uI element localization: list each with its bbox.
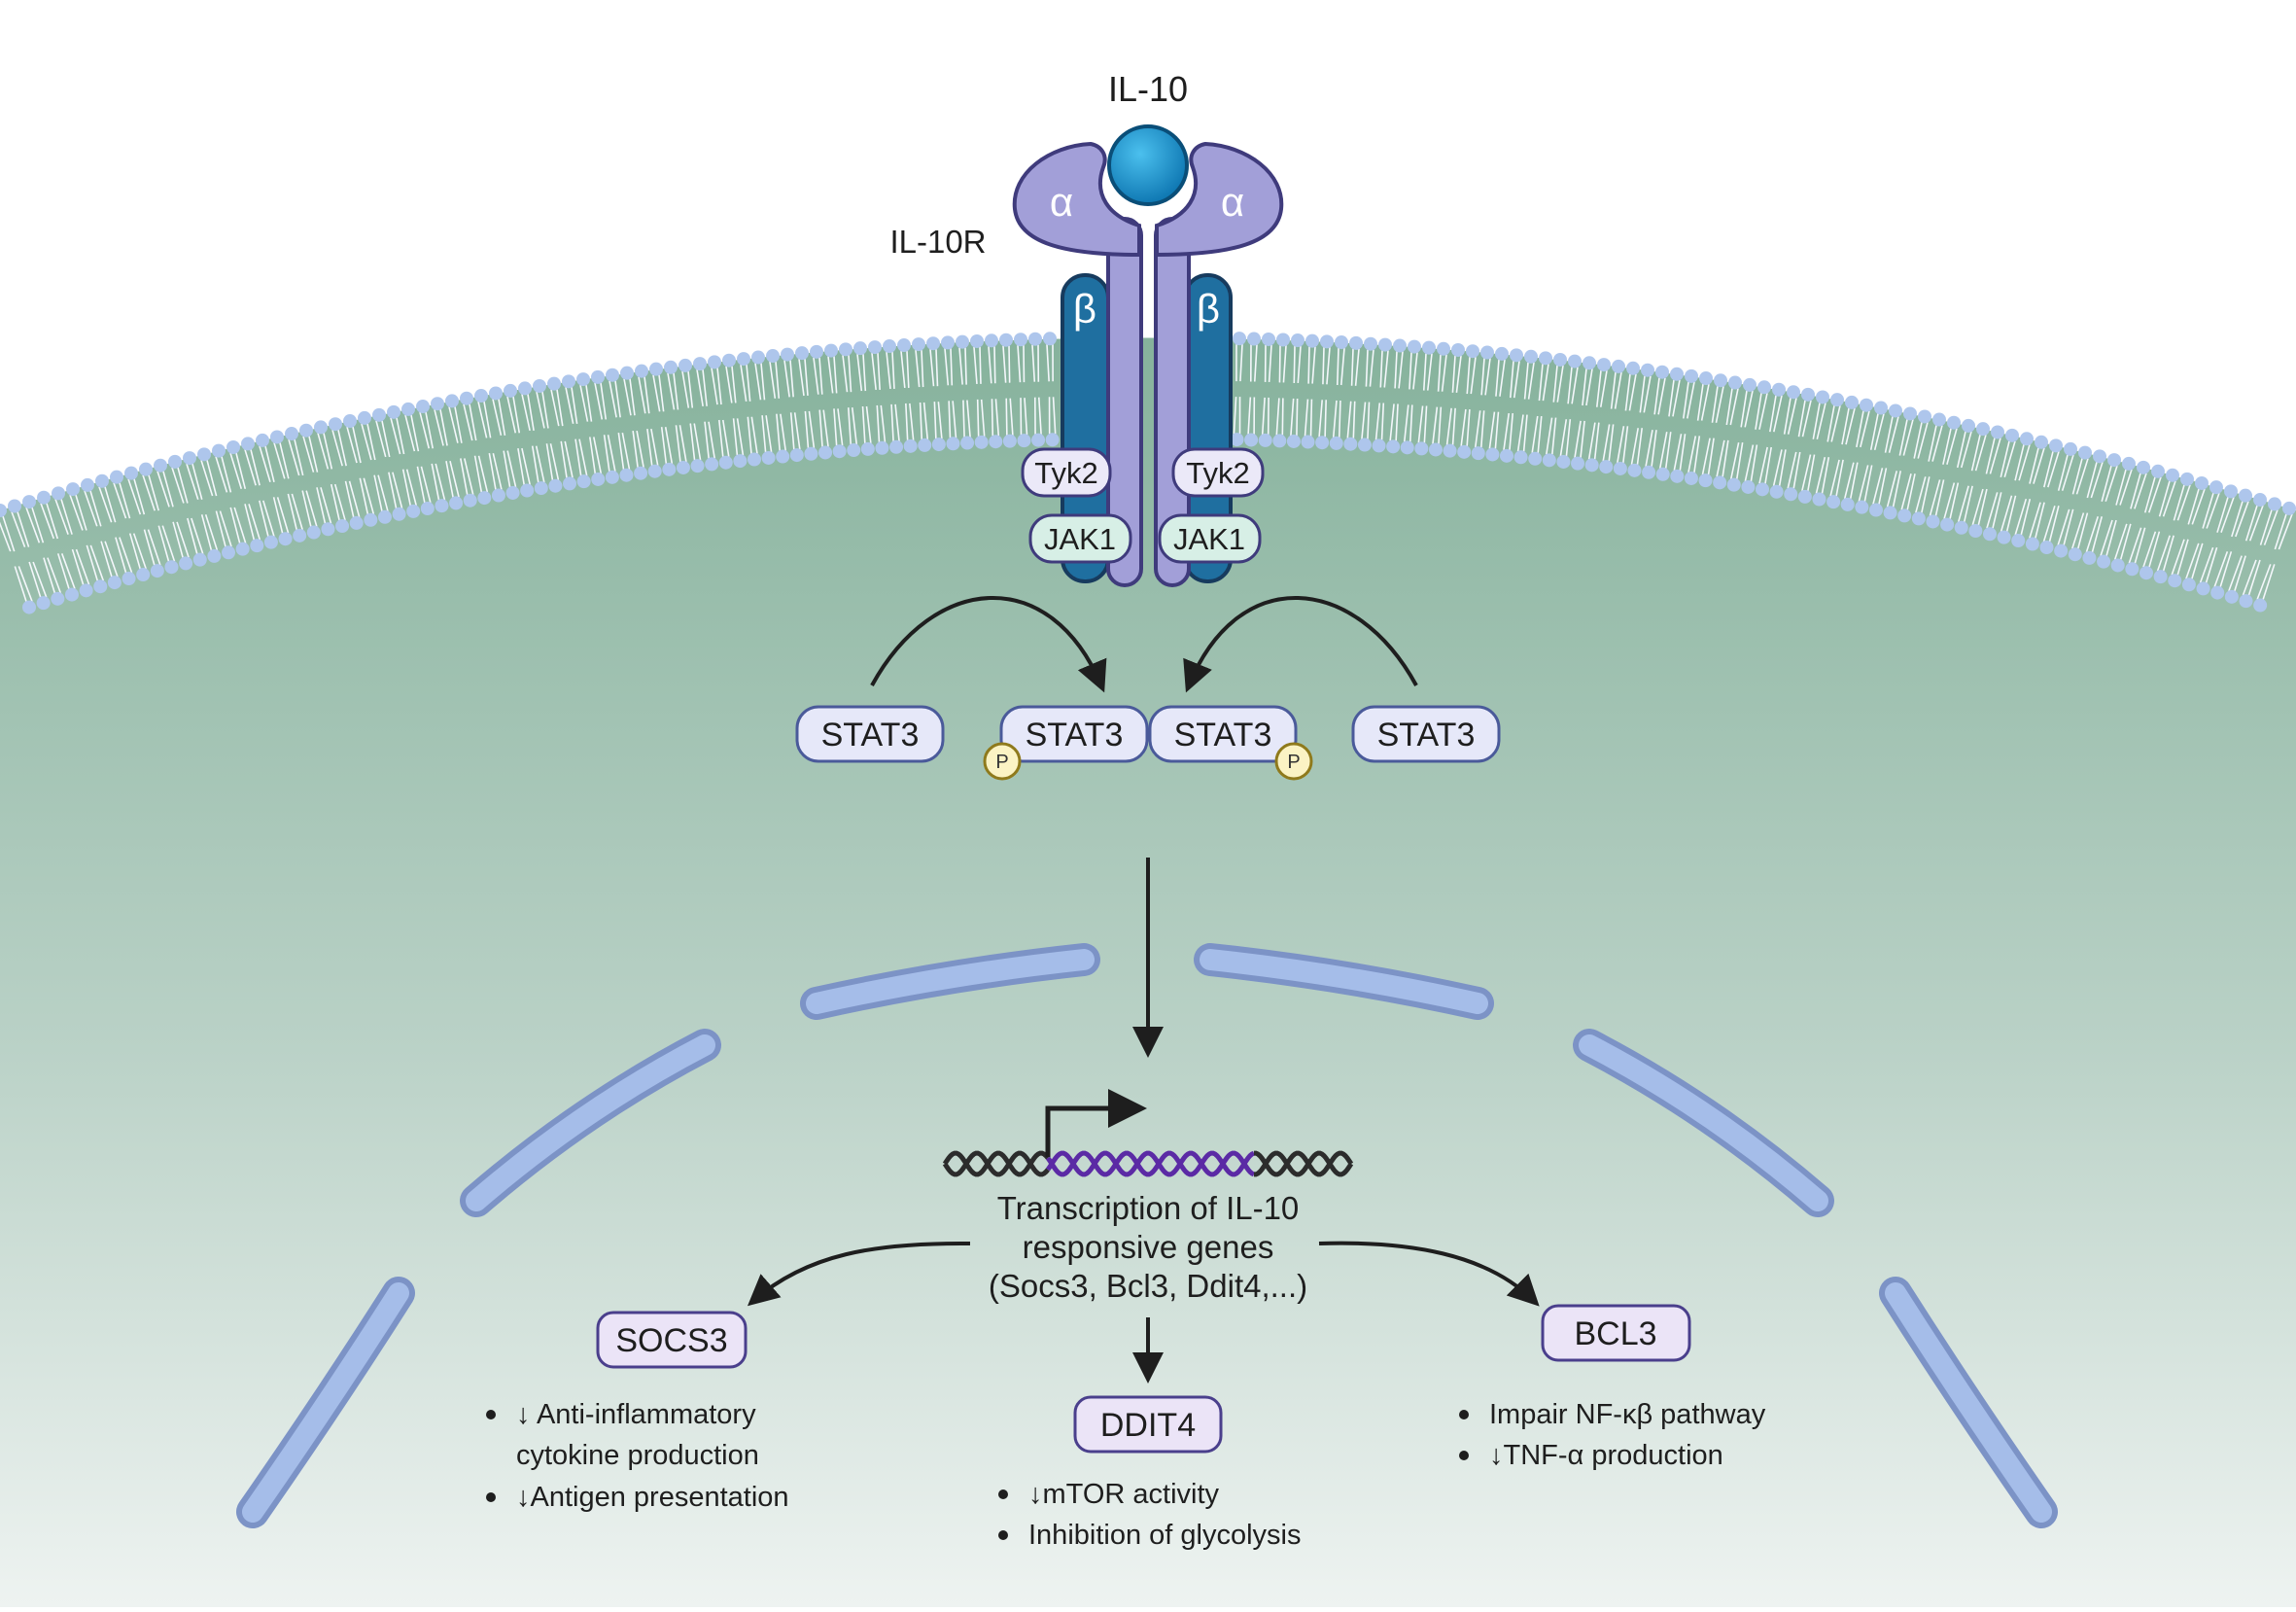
svg-text:BCL3: BCL3 [1574,1315,1656,1352]
transcription-line-1: Transcription of IL-10 [997,1190,1300,1226]
il10r-label: IL-10R [889,224,986,260]
phosphorylation-arrow-right [1183,596,1418,693]
svg-text:Tyk2: Tyk2 [1186,456,1249,490]
socs3-effects: ↓ Anti-inflammatory cytokine production … [486,1399,789,1513]
ddit4-effect-1: ↓mTOR activity [1028,1479,1220,1510]
socs3-box: SOCS3 [596,1311,748,1369]
stat3-phosphorylated-left: STAT3 [999,705,1149,763]
alpha-head-left [1012,141,1141,258]
socs3-effect-2: ↓Antigen presentation [516,1482,789,1513]
jak1-left: JAK1 [1028,513,1132,564]
svg-text:P: P [995,752,1008,773]
svg-text:SOCS3: SOCS3 [615,1322,727,1359]
dna-helix [942,1150,1354,1177]
bcl3-box: BCL3 [1541,1304,1691,1362]
svg-text:STAT3: STAT3 [821,717,920,753]
transcription-start-arrow [1045,1089,1147,1157]
svg-text:STAT3: STAT3 [1377,717,1476,753]
svg-text:P: P [1287,752,1300,773]
phosphate-right: P [1274,742,1313,781]
tyk2-left: Tyk2 [1021,447,1112,498]
svg-text:Tyk2: Tyk2 [1034,456,1097,490]
arrow-to-socs3 [747,1241,971,1307]
bcl3-effect-1: Impair NF-κβ pathway [1489,1399,1766,1430]
beta-label-right: β [1197,286,1220,332]
ddit4-box: DDIT4 [1073,1395,1223,1454]
alpha-head-right [1155,141,1284,258]
phosphorylation-arrow-left [870,596,1107,693]
stat3-unphosphorylated-left: STAT3 [795,705,945,763]
transcription-line-3: (Socs3, Bcl3, Ddit4,...) [989,1268,1307,1304]
beta-label-left: β [1073,286,1096,332]
transcription-line-2: responsive genes [1023,1229,1274,1265]
socs3-effect-1: ↓ Anti-inflammatory [516,1399,756,1430]
svg-text:DDIT4: DDIT4 [1100,1407,1196,1444]
stat3-phosphorylated-right: STAT3 [1148,705,1298,763]
cell-membrane [0,332,2296,614]
alpha-label-left: α [1050,179,1073,225]
il10-ligand [1107,124,1189,206]
bcl3-effect-2: ↓TNF-α production [1489,1440,1723,1471]
svg-text:JAK1: JAK1 [1044,522,1116,556]
stat3-unphosphorylated-right: STAT3 [1351,705,1501,763]
ddit4-effect-2: Inhibition of glycolysis [1028,1520,1301,1551]
ddit4-effects: ↓mTOR activity Inhibition of glycolysis [998,1479,1301,1551]
arrow-to-bcl3 [1318,1241,1540,1307]
alpha-label-right: α [1221,179,1244,225]
svg-text:JAK1: JAK1 [1173,522,1245,556]
nuclear-envelope [236,943,2058,1528]
jak1-right: JAK1 [1158,513,1262,564]
tyk2-right: Tyk2 [1171,447,1265,498]
svg-text:STAT3: STAT3 [1026,717,1124,753]
svg-text:STAT3: STAT3 [1174,717,1272,753]
socs3-effect-1-cont: cytokine production [516,1440,759,1471]
il10-receptor: β β α α Tyk2 Tyk2 JAK1 JAK1 [1012,141,1284,587]
bcl3-effects: Impair NF-κβ pathway ↓TNF-α production [1459,1399,1766,1471]
phosphate-left: P [983,742,1022,781]
il10-label: IL-10 [1108,69,1188,109]
